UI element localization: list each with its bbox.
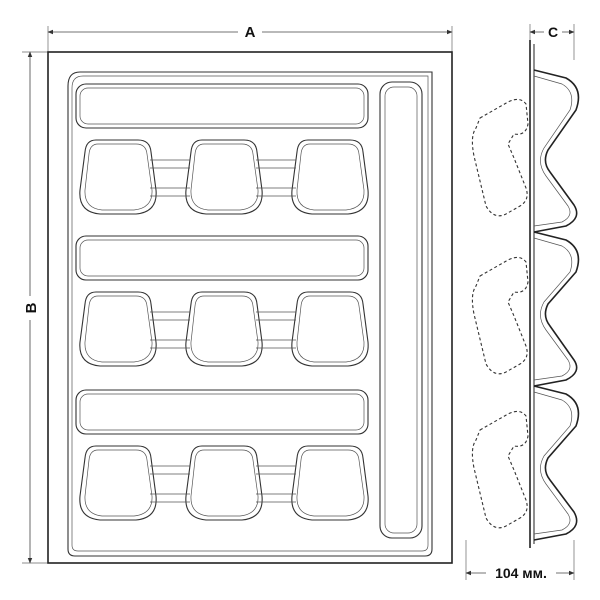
- dimension-label-c: C: [548, 24, 558, 40]
- tray-cup-compartment: [291, 139, 369, 215]
- tray-slot-compartment: [75, 83, 369, 129]
- utensil-outline: [471, 410, 529, 529]
- utensil-outline: [471, 98, 529, 217]
- tray-slot-compartment: [75, 389, 369, 435]
- tray-long-compartment: [379, 81, 423, 539]
- dimension-width: A: [47, 22, 453, 52]
- tray-cup-compartment: [185, 291, 263, 367]
- dimension-label-a: A: [245, 24, 256, 41]
- tray-cup-compartment: [79, 445, 157, 521]
- dimension-depth: C: [529, 22, 575, 60]
- tray-cup-compartment: [79, 139, 157, 215]
- tray-side-profile: [471, 40, 580, 548]
- dimension-label-104mm: 104 мм.: [495, 565, 547, 581]
- tray-cup-compartment: [185, 139, 263, 215]
- tray-cup-compartment: [185, 445, 263, 521]
- tray-slot-compartment: [75, 235, 369, 281]
- tray-cup-compartment: [291, 291, 369, 367]
- dimension-profile-height: 104 мм.: [465, 540, 575, 582]
- utensil-outline: [471, 256, 529, 375]
- tray-cup-compartment: [291, 445, 369, 521]
- dimension-label-b: B: [23, 302, 40, 313]
- tray-top-view: [47, 51, 453, 564]
- tray-cup-compartment: [79, 291, 157, 367]
- dimension-height: B: [20, 51, 48, 564]
